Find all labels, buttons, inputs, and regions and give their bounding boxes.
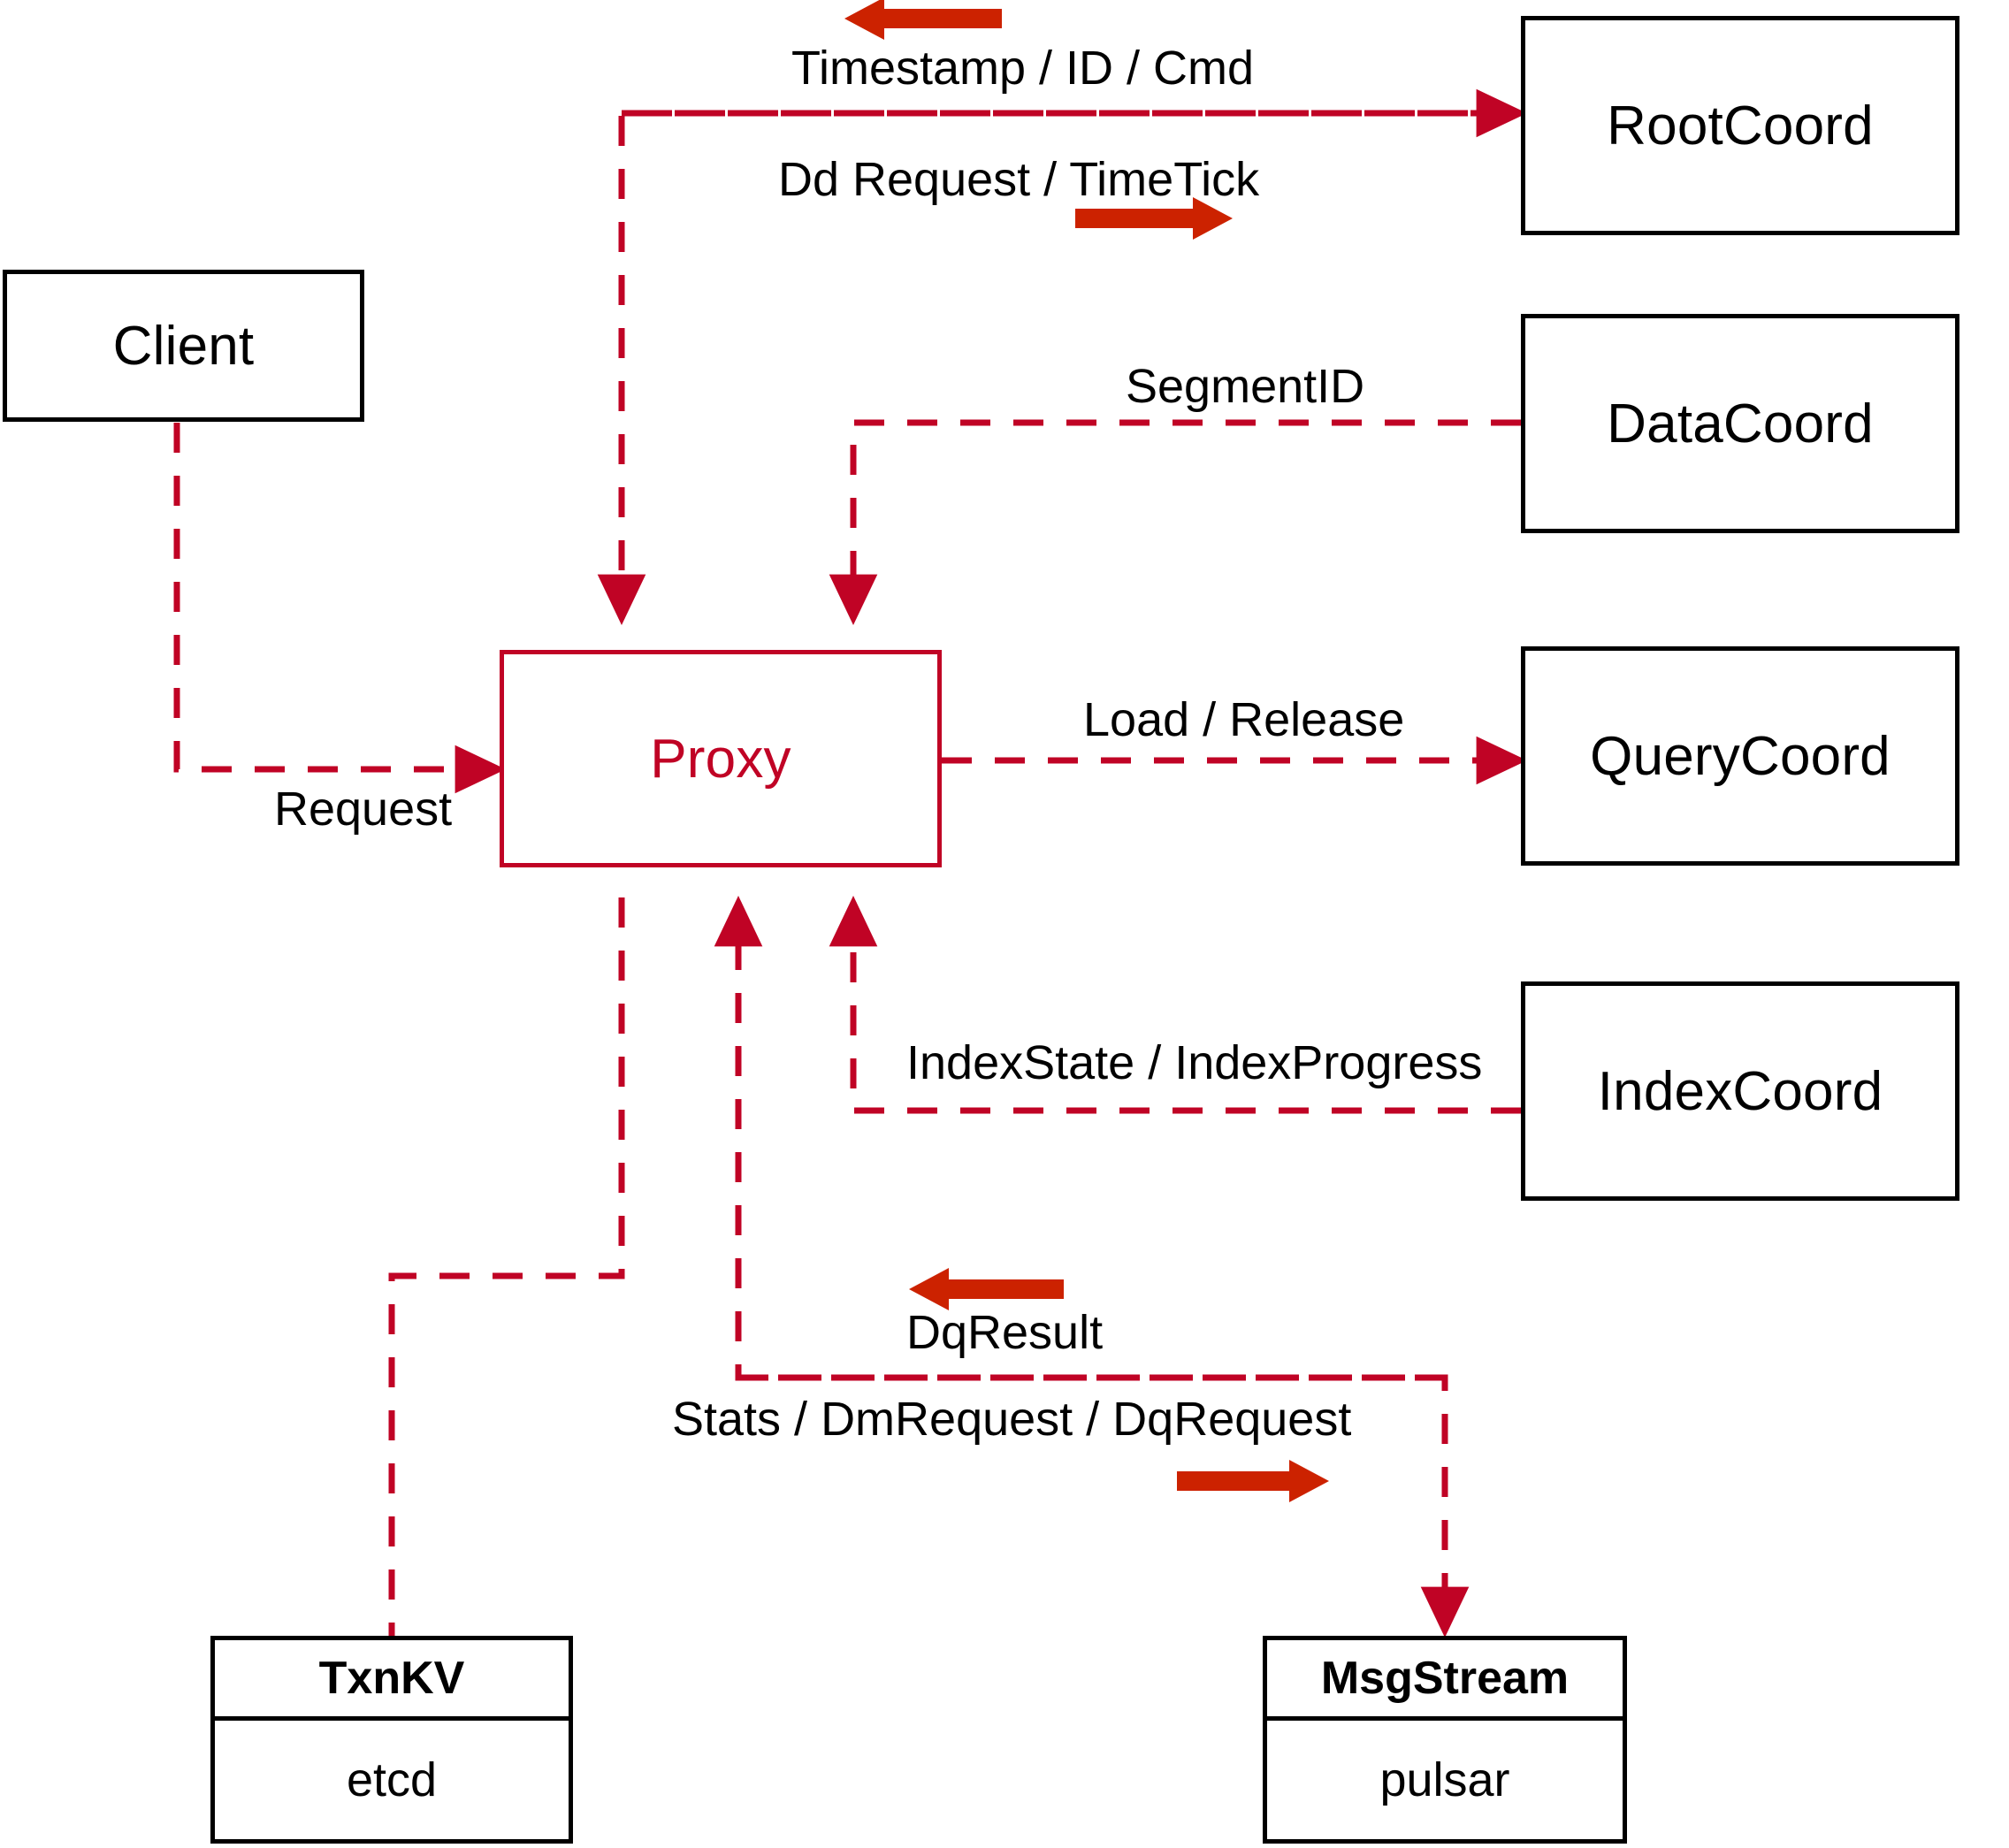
direction-arrow-left-dqresult [909, 1268, 1064, 1310]
node-txnkv-body: etcd [215, 1721, 569, 1839]
node-rootcoord[interactable]: RootCoord [1521, 16, 1959, 235]
wire-indexcoord-to-proxy [829, 895, 1521, 1114]
edge-label-timestamp-id-cmd: Timestamp / ID / Cmd [791, 42, 1255, 95]
edge-label-indexstate-indexprogress: IndexState / IndexProgress [906, 1036, 1483, 1089]
direction-arrow-right-dqrequest [1177, 1460, 1329, 1502]
node-indexcoord[interactable]: IndexCoord [1521, 981, 1959, 1201]
node-client[interactable]: Client [3, 270, 364, 422]
node-querycoord-label: QueryCoord [1590, 725, 1891, 787]
direction-arrow-right-rootcoord [1075, 197, 1233, 240]
node-txnkv-impl: etcd [346, 1753, 438, 1806]
node-msgstream-title: MsgStream [1320, 1653, 1570, 1704]
node-txnkv[interactable]: TxnKV etcd [210, 1636, 573, 1844]
edge-label-segmentid: SegmentID [1126, 360, 1365, 413]
node-indexcoord-label: IndexCoord [1597, 1060, 1883, 1122]
node-txnkv-header: TxnKV [215, 1640, 569, 1721]
node-rootcoord-label: RootCoord [1607, 95, 1874, 157]
edge-label-load-release: Load / Release [1083, 693, 1405, 746]
wire-datacoord-to-proxy [829, 419, 1521, 626]
edge-label-stats-dmrequest-dqrequest: Stats / DmRequest / DqRequest [672, 1393, 1352, 1446]
node-msgstream-body: pulsar [1267, 1721, 1623, 1839]
node-datacoord[interactable]: DataCoord [1521, 314, 1959, 533]
node-datacoord-label: DataCoord [1607, 393, 1874, 454]
edge-label-request: Request [274, 783, 453, 836]
edge-label-dqresult: DqResult [906, 1306, 1104, 1359]
node-client-label: Client [112, 315, 255, 377]
direction-arrow-left-top [844, 0, 1002, 40]
node-proxy-label: Proxy [650, 728, 791, 790]
edge-label-dd-request-timetick: Dd Request / TimeTick [778, 153, 1260, 206]
node-txnkv-title: TxnKV [318, 1653, 465, 1704]
node-querycoord[interactable]: QueryCoord [1521, 646, 1959, 866]
wire-proxy-to-txnkv [388, 897, 625, 1636]
wire-rootcoord-to-proxy [597, 110, 1521, 626]
wire-proxy-to-msgstream [738, 1374, 1470, 1638]
node-msgstream[interactable]: MsgStream pulsar [1263, 1636, 1627, 1844]
node-msgstream-header: MsgStream [1267, 1640, 1623, 1721]
node-proxy[interactable]: Proxy [500, 650, 942, 867]
node-msgstream-impl: pulsar [1379, 1753, 1510, 1806]
wire-client-to-proxy [173, 423, 507, 794]
